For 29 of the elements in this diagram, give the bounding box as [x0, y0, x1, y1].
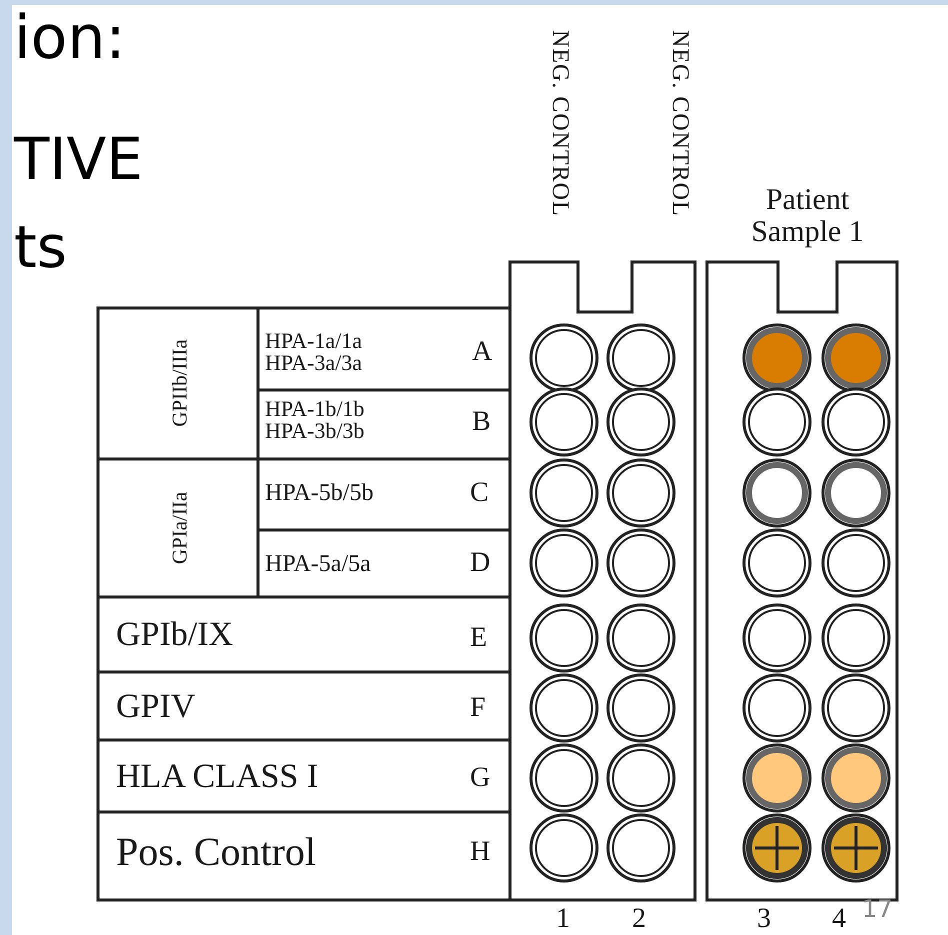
row-label: HPA-1b/1b HPA-3b/3b: [265, 398, 366, 442]
row-letter: H: [470, 838, 490, 866]
row-label: HPA-1a/1a HPA-3a/3a: [265, 330, 363, 374]
column-number: 2: [632, 905, 646, 933]
column-number: 3: [757, 905, 771, 933]
row-letter: E: [470, 624, 488, 652]
slide-heading-fragment: ion:: [14, 8, 126, 68]
column-number: 4: [832, 905, 846, 933]
column-number: 1: [556, 905, 570, 933]
row-letter: A: [472, 338, 492, 366]
page-number: 17: [862, 897, 893, 921]
row-label: HPA-5b/5b: [265, 481, 374, 505]
row-letter: G: [470, 764, 490, 792]
row-label: HLA CLASS I: [116, 760, 318, 794]
slide-text-fragment: TIVE: [14, 130, 143, 188]
row-label: HPA-5a/5a: [265, 552, 371, 576]
row-label: GPIV: [116, 690, 196, 724]
group-label: GPIIb/IIIa: [170, 339, 190, 427]
column-heading: Patient Sample 1: [750, 184, 865, 247]
column-heading: NEG. CONTROL: [548, 30, 572, 217]
row-letter: C: [470, 479, 489, 507]
row-letter: D: [470, 549, 490, 577]
row-letter: F: [470, 694, 486, 722]
slide-text-fragment: ts: [14, 218, 67, 276]
row-label: Pos. Control: [116, 832, 316, 872]
row-letter: B: [472, 408, 491, 436]
row-label: GPIb/IX: [116, 618, 234, 652]
column-heading: NEG. CONTROL: [668, 30, 692, 217]
group-label: GPIa/IIa: [170, 492, 190, 564]
